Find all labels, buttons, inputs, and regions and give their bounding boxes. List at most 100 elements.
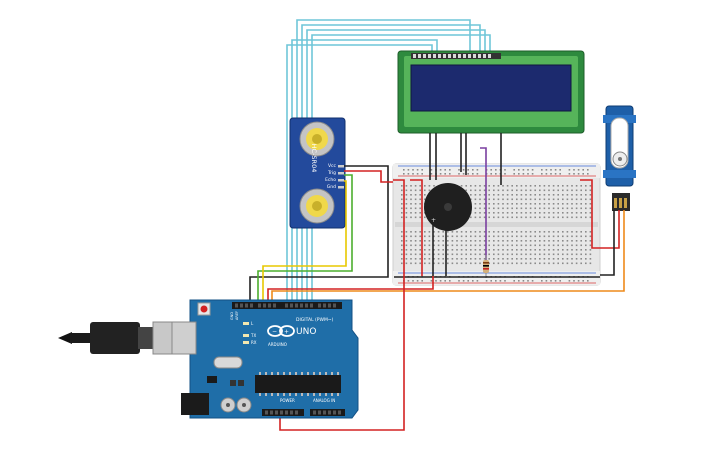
breadboard-hole — [525, 194, 527, 196]
breadboard-hole — [534, 262, 536, 265]
breadboard-hole — [589, 185, 592, 187]
breadboard-hole — [529, 212, 532, 214]
breadboard-hole — [506, 244, 509, 247]
breadboard-hole — [488, 235, 490, 238]
breadboard-hole — [401, 262, 403, 265]
breadboard-hole — [548, 235, 550, 238]
breadboard-hole — [562, 253, 564, 256]
breadboard-hole — [497, 212, 500, 214]
breadboard-hole — [504, 280, 506, 282]
breadboard-hole — [539, 203, 541, 205]
breadboard-hole — [465, 258, 467, 260]
breadboard-hole — [405, 231, 408, 233]
breadboard-hole — [589, 231, 592, 233]
breadboard-hole — [442, 240, 444, 242]
breadboard-hole — [582, 169, 584, 171]
breadboard-hole — [548, 253, 550, 256]
breadboard-hole — [433, 235, 435, 238]
breadboard-hole — [456, 262, 458, 265]
breadboard-hole — [557, 212, 559, 214]
breadboard-hole — [575, 203, 578, 205]
breadboard-hole — [511, 235, 513, 238]
breadboard-hole — [407, 173, 410, 175]
breadboard-hole — [410, 207, 412, 210]
breadboard-hole — [470, 216, 472, 219]
breadboard-hole — [516, 194, 518, 196]
breadboard-hole — [488, 240, 490, 242]
breadboard-hole — [566, 231, 569, 233]
breadboard-hole — [488, 189, 490, 192]
breadboard-hole — [405, 253, 408, 256]
arduino-uno: DIGITAL (PWM~) AREF GND L TX RX − + UNO … — [58, 299, 359, 419]
breadboard-hole — [424, 258, 426, 260]
breadboard-hole — [548, 212, 550, 214]
breadboard-hole — [502, 212, 504, 214]
breadboard-hole — [585, 194, 587, 196]
breadboard-hole — [589, 240, 592, 242]
breadboard-hole — [525, 262, 527, 265]
breadboard-hole — [516, 253, 518, 256]
breadboard-hole — [410, 216, 412, 219]
breadboard-hole — [458, 280, 460, 282]
breadboard-hole — [470, 249, 472, 251]
breadboard-hole — [575, 198, 578, 201]
breadboard-hole — [548, 231, 550, 233]
breadboard-hole — [495, 280, 497, 282]
breadboard-hole — [529, 185, 532, 187]
breadboard-hole — [552, 258, 555, 260]
breadboard-hole — [419, 207, 421, 210]
breadboard-hole — [424, 189, 426, 192]
breadboard-hole — [414, 207, 417, 210]
breadboard-hole — [476, 280, 479, 282]
analog-header-label: ANALOG IN — [313, 398, 335, 403]
breadboard-hole — [543, 185, 546, 187]
breadboard-hole — [552, 231, 555, 233]
breadboard-hole — [522, 280, 525, 282]
breadboard-hole — [465, 185, 467, 187]
breadboard-hole — [488, 203, 490, 205]
power-header-label: POWER — [280, 398, 295, 403]
breadboard-hole — [502, 249, 504, 251]
breadboard-hole — [557, 189, 559, 192]
breadboard-hole — [479, 207, 481, 210]
breadboard-hole — [474, 207, 477, 210]
breadboard-hole — [433, 253, 435, 256]
breadboard-hole — [520, 185, 523, 187]
breadboard-hole — [470, 185, 472, 187]
svg-text:+: + — [284, 329, 289, 336]
breadboard-hole — [534, 185, 536, 187]
breadboard-hole — [511, 216, 513, 219]
breadboard-hole — [529, 249, 532, 251]
breadboard-hole — [529, 258, 532, 260]
breadboard-hole — [405, 240, 408, 242]
breadboard-hole — [416, 169, 419, 171]
breadboard-hole — [552, 244, 555, 247]
breadboard-hole — [449, 169, 451, 171]
breadboard-hole — [405, 258, 408, 260]
breadboard-hole — [585, 212, 587, 214]
breadboard-hole — [571, 185, 573, 187]
breadboard-hole — [474, 231, 477, 233]
breadboard-hole — [410, 203, 412, 205]
breadboard-hole — [414, 253, 417, 256]
breadboard-hole — [460, 258, 463, 260]
breadboard-hole — [513, 173, 515, 175]
breadboard-hole — [424, 231, 426, 233]
breadboard-hole — [511, 212, 513, 214]
breadboard-hole — [479, 240, 481, 242]
breadboard-hole — [414, 212, 417, 214]
breadboard-hole — [479, 212, 481, 214]
breadboard-hole — [474, 212, 477, 214]
breadboard-hole — [552, 189, 555, 192]
breadboard-hole — [575, 258, 578, 260]
breadboard-hole — [577, 169, 580, 171]
breadboard-hole — [419, 244, 421, 247]
breadboard-hole — [497, 231, 500, 233]
breadboard-hole — [589, 203, 592, 205]
breadboard-hole — [585, 203, 587, 205]
breadboard-hole — [562, 240, 564, 242]
breadboard-hole — [511, 185, 513, 187]
breadboard-hole — [488, 216, 490, 219]
breadboard-hole — [534, 258, 536, 260]
breadboard-hole — [447, 262, 449, 265]
